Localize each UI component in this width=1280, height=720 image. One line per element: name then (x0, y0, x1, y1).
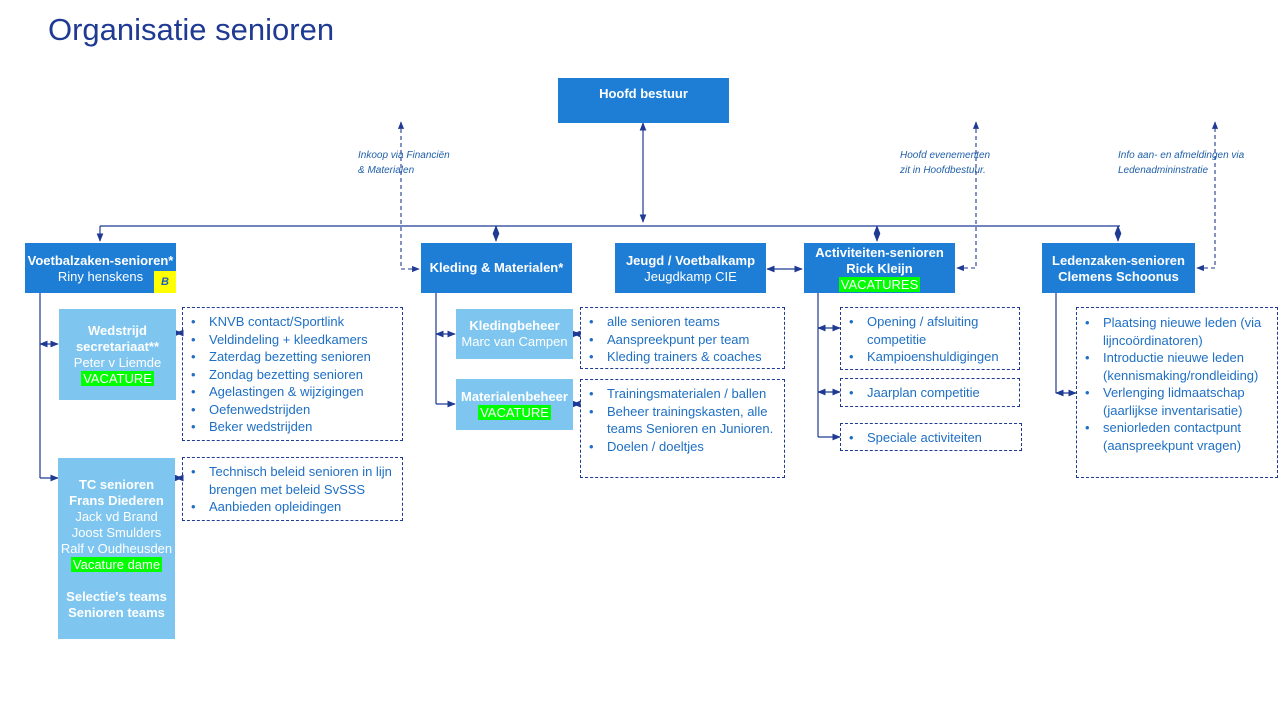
wedstrijd-tasks-box: KNVB contact/Sportlink Veldindeling + kl… (182, 307, 403, 441)
tc-tasks-box: Technisch beleid senioren in lijn brenge… (182, 457, 403, 521)
kledingbeheer-box: Kledingbeheer Marc van Campen (456, 309, 573, 359)
ledenzaken-title: Ledenzaken-senioren (1052, 253, 1185, 268)
activiteiten-tasks-a: Opening / afsluiting competitie Kampioen… (840, 307, 1020, 370)
tc-member: Ralf v Oudheusden (60, 541, 173, 556)
wedstrijd-secretariaat-box: Wedstrijd secretariaat** Peter v Liemde … (59, 309, 176, 400)
kledingbeheer-title: Kledingbeheer (469, 318, 560, 333)
materialenbeheer-title: Materialenbeheer (461, 389, 568, 404)
list-item: alle senioren teams (581, 313, 784, 331)
materialen-tasks-box: Trainingsmaterialen / ballen Beheer trai… (580, 379, 785, 478)
kleding-materialen-box: Kleding & Materialen* (421, 243, 572, 293)
jeugd-sub: Jeugdkamp CIE (644, 269, 737, 284)
tc-sub: Selectie's teams (66, 589, 167, 604)
hoofd-bestuur-label: Hoofd bestuur (599, 86, 688, 101)
list-item: Beheer trainingskasten, alle teams Senio… (581, 403, 784, 438)
list-item: Verlenging lidmaatschap (jaarlijkse inve… (1077, 384, 1277, 419)
list-item: KNVB contact/Sportlink (183, 313, 402, 331)
list-item: Veldindeling + kleedkamers (183, 331, 402, 349)
note-line: Ledenadmininstratie (1118, 165, 1209, 176)
note-line: Hoofd evenementen (900, 150, 991, 161)
page-title: Organisatie senioren (48, 12, 335, 47)
list-item: Oefenwedstrijden (183, 401, 402, 419)
leden-tasks-box: Plaatsing nieuwe leden (via lijncoördina… (1076, 307, 1278, 478)
inkoop-dashed-link (397, 121, 420, 273)
tc-sub: Senioren teams (68, 605, 165, 620)
list-item: Aanbieden opleidingen (183, 498, 402, 516)
voetbalzaken-title: Voetbalzaken-senioren* (27, 253, 174, 268)
leden-dashed-link (1196, 121, 1219, 272)
tc-title: TC senioren (78, 477, 155, 492)
ledenzaken-box: Ledenzaken-senioren Clemens Schoonus (1042, 243, 1195, 293)
list-item: Kampioenshuldigingen (841, 348, 1019, 366)
list-item: Kleding trainers & coaches (581, 348, 784, 366)
list-item: Zaterdag bezetting senioren (183, 348, 402, 366)
note-line: Inkoop via Financiën (358, 150, 450, 161)
list-item: Opening / afsluiting competitie (841, 313, 1019, 348)
wedstrijd-person: Peter v Liemde (73, 355, 162, 370)
voetbalzaken-box: Voetbalzaken-senioren* Riny henskens B (25, 243, 176, 293)
list-item: Zondag bezetting senioren (183, 366, 402, 384)
list-item: Introductie nieuwe leden (kennismaking/r… (1077, 349, 1277, 384)
activiteiten-tasks-b: Jaarplan competitie (840, 378, 1020, 407)
note-line: Info aan- en afmeldingen via (1118, 150, 1245, 161)
activiteiten-tasks-c: Speciale activiteiten (840, 423, 1022, 451)
activiteiten-box: Activiteiten-senioren Rick Kleijn VACATU… (804, 243, 955, 293)
list-item: seniorleden contactpunt (aanspreekpunt v… (1077, 419, 1277, 454)
list-item: Jaarplan competitie (841, 384, 1019, 402)
wedstrijd-title: secretariaat** (75, 339, 160, 354)
jeugd-title: Jeugd / Voetbalkamp (625, 253, 756, 268)
jeugd-voetbalkamp-box: Jeugd / Voetbalkamp Jeugdkamp CIE (615, 243, 766, 293)
list-item: Plaatsing nieuwe leden (via lijncoördina… (1077, 314, 1277, 349)
vacancy-badge: VACATURE (478, 405, 551, 420)
tc-lead: Frans Diederen (69, 493, 164, 508)
list-item: Doelen / doeltjes (581, 438, 784, 456)
tc-member: Jack vd Brand (75, 509, 158, 524)
list-item: Technisch beleid senioren in lijn brenge… (183, 463, 402, 498)
tc-member: Joost Smulders (71, 525, 162, 540)
vacancy-badge: Vacature dame (70, 557, 163, 572)
ledenzaken-person: Clemens Schoonus (1058, 269, 1179, 284)
note-line: & Materialen (358, 165, 415, 176)
materialenbeheer-box: Materialenbeheer VACATURE (456, 379, 573, 430)
hoofd-bestuur-box: Hoofd bestuur (558, 78, 729, 123)
voetbalzaken-person: Riny henskens (57, 269, 144, 284)
kledingbeheer-person: Marc van Campen (461, 334, 568, 349)
evenementen-dashed-link (956, 121, 980, 272)
kleding-title: Kleding & Materialen* (429, 260, 564, 275)
vacancy-badge: VACATURES (838, 277, 921, 292)
badge-b: B (154, 271, 176, 293)
list-item: Speciale activiteiten (841, 429, 1021, 447)
kleding-tasks-box: alle senioren teams Aanspreekpunt per te… (580, 307, 785, 369)
note-line: zit in Hoofdbestuur. (900, 165, 986, 176)
wedstrijd-title: Wedstrijd (88, 323, 147, 338)
tc-senioren-box: TC senioren Frans Diederen Jack vd Brand… (58, 458, 175, 639)
evenementen-note: Hoofd evenementen zit in Hoofdbestuur. (900, 148, 990, 178)
activiteiten-person: Rick Kleijn (846, 261, 913, 276)
activiteiten-title: Activiteiten-senioren (815, 245, 944, 260)
list-item: Beker wedstrijden (183, 418, 402, 436)
leden-note: Info aan- en afmeldingen via Ledenadmini… (1118, 148, 1244, 178)
list-item: Aanspreekpunt per team (581, 331, 784, 349)
list-item: Trainingsmaterialen / ballen (581, 385, 784, 403)
list-item: Agelastingen & wijzigingen (183, 383, 402, 401)
inkoop-note: Inkoop via Financiën & Materialen (358, 148, 450, 178)
vacancy-badge: VACATURE (81, 371, 154, 386)
